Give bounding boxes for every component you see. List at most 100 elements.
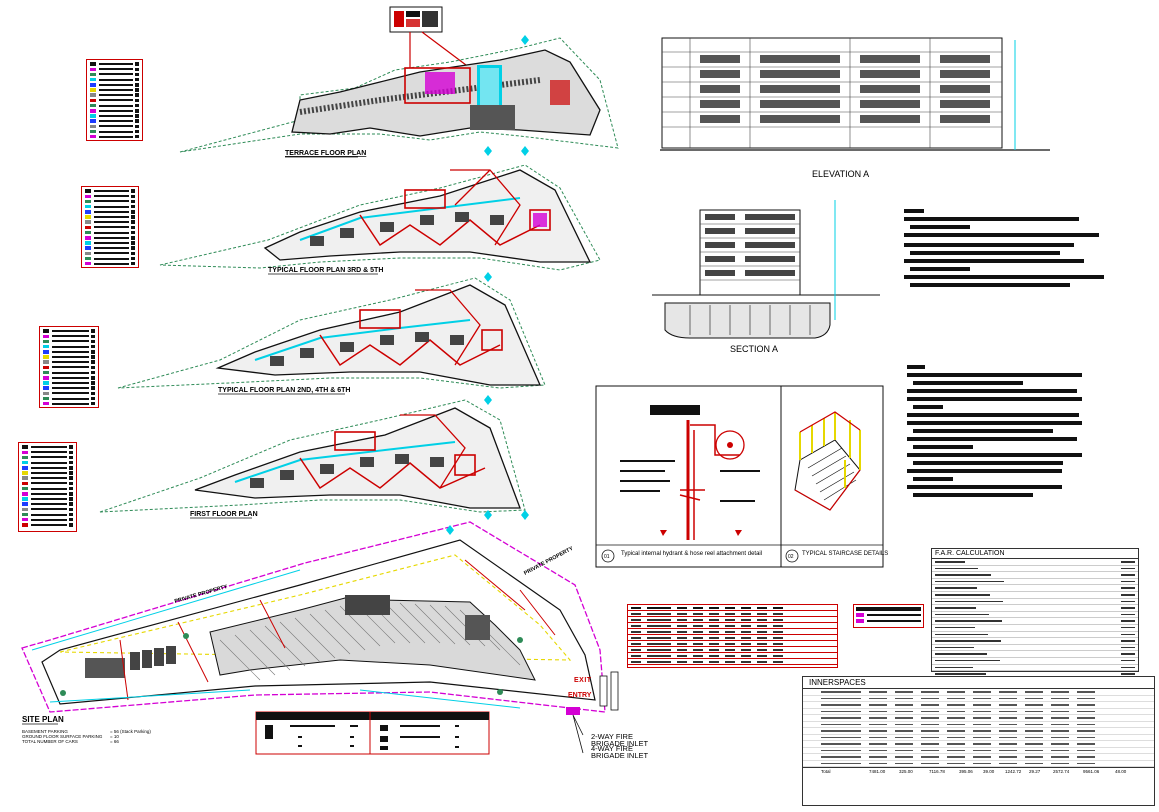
innerspaces-table: INNERSPACES Total 7481.00 325.00 7116.78… xyxy=(802,676,1155,806)
unit-row xyxy=(628,629,837,635)
legend-row xyxy=(22,502,73,506)
legend-row xyxy=(90,119,139,123)
legend-row xyxy=(43,386,95,390)
legend-row xyxy=(22,481,73,486)
innerspaces-row xyxy=(803,761,1154,767)
legend-row xyxy=(22,497,73,501)
legend-row xyxy=(90,114,139,118)
innerspaces-row xyxy=(803,689,1154,696)
legend-row xyxy=(85,246,135,250)
legend-row xyxy=(90,129,139,134)
legend-row xyxy=(43,334,95,339)
grid-markers xyxy=(446,35,529,535)
detail-panels: 01 Typical internal hydrant & hose reel … xyxy=(595,385,888,568)
far-row xyxy=(932,618,1138,625)
symbol-table xyxy=(853,604,924,628)
legend-row xyxy=(43,391,95,396)
unit-row xyxy=(628,611,837,617)
far-row xyxy=(932,632,1138,639)
innerspaces-row xyxy=(803,728,1154,735)
legend-typical-2-4-6 xyxy=(39,326,99,408)
legend-row xyxy=(90,83,139,87)
legend-row xyxy=(85,261,135,266)
legend-typical-3-5 xyxy=(81,186,139,268)
site-plan-title: SITE PLAN xyxy=(22,715,64,724)
far-calculation-table: F.A.R. CALCULATION xyxy=(931,548,1139,678)
stair-detail-number: 02 xyxy=(788,554,794,560)
legend-row xyxy=(43,360,95,364)
legend-row xyxy=(22,486,73,491)
inlet-4way-line2: BRIGADE INLET xyxy=(591,751,649,760)
inlet-4way-line1: 4-WAY FIRE xyxy=(591,744,633,753)
far-row xyxy=(932,645,1138,652)
legend-row xyxy=(90,72,139,77)
legend-row xyxy=(85,230,135,235)
legend-row xyxy=(85,225,135,230)
legend-row xyxy=(90,88,139,92)
far-row xyxy=(932,572,1138,579)
unit-row xyxy=(628,659,837,665)
innerspaces-row xyxy=(803,702,1154,709)
legend-row xyxy=(90,67,139,72)
legend-row xyxy=(90,98,139,103)
section-title: SECTION A xyxy=(730,344,778,354)
legend-row xyxy=(85,215,135,219)
innerspaces-row xyxy=(803,722,1154,728)
legend-row xyxy=(22,455,73,460)
private-property-label-2: PRIVATE PROPERTY xyxy=(523,546,574,577)
legend-row xyxy=(43,396,95,401)
far-row xyxy=(932,559,1138,566)
exit-label: EXIT xyxy=(574,677,592,684)
inlet-2way-line1: 2-WAY FIRE xyxy=(591,732,633,741)
unit-row xyxy=(628,623,837,629)
svg-text:TOTAL NUMBER OF CARS: TOTAL NUMBER OF CARS xyxy=(22,739,78,744)
typical-2-4-6-title: TYPICAL FLOOR PLAN 2ND, 4TH & 6TH xyxy=(218,387,351,394)
elevation-title: ELEVATION A xyxy=(812,169,869,179)
legend-row xyxy=(43,376,95,380)
innerspaces-row xyxy=(803,754,1154,761)
unit-row xyxy=(628,647,837,653)
legend-row xyxy=(90,134,139,139)
far-row xyxy=(932,579,1138,586)
svg-text:= 66: = 66 xyxy=(110,739,119,744)
legend-row xyxy=(85,236,135,240)
terrace-plan-title: TERRACE FLOOR PLAN xyxy=(285,150,366,157)
far-title: F.A.R. CALCULATION xyxy=(932,549,1138,559)
legend-row xyxy=(22,445,73,449)
legend-row xyxy=(85,189,135,193)
legend-row xyxy=(43,329,95,333)
svg-text:BASEMENT PARKING: BASEMENT PARKING xyxy=(22,729,68,734)
innerspaces-row xyxy=(803,748,1154,754)
first-floor-title: FIRST FLOOR PLAN xyxy=(190,511,258,518)
legend-row xyxy=(22,517,73,522)
far-row xyxy=(932,585,1138,592)
legend-row xyxy=(90,93,139,97)
legend-row xyxy=(43,401,95,406)
legend-row xyxy=(22,471,73,475)
notes-block-1 xyxy=(904,209,1109,291)
far-row xyxy=(932,651,1138,658)
legend-row xyxy=(22,523,73,527)
first-floor-plan: FIRST FLOOR PLAN xyxy=(99,399,526,519)
legend-row xyxy=(43,365,95,370)
terrace-floor-plan: TERRACE FLOOR PLAN xyxy=(179,6,619,158)
unit-row xyxy=(628,617,837,623)
typical-floor-plan-3-5: TYPICAL FLOOR PLAN 3RD & 5TH xyxy=(159,164,601,275)
legend-first-floor xyxy=(18,442,77,532)
legend-row xyxy=(90,103,139,108)
far-row xyxy=(932,566,1138,573)
svg-text:= 56 (Stack Parking): = 56 (Stack Parking) xyxy=(110,729,151,734)
unit-row xyxy=(628,641,837,647)
innerspaces-row xyxy=(803,735,1154,741)
unit-row xyxy=(628,635,837,641)
svg-text:= 10: = 10 xyxy=(110,734,119,739)
entry-label: ENTRY xyxy=(568,692,592,699)
notes-block-2 xyxy=(907,365,1087,501)
legend-row xyxy=(90,62,139,66)
legend-row xyxy=(22,476,73,480)
svg-text:GROUND FLOOR SURFACE PARKING: GROUND FLOOR SURFACE PARKING xyxy=(22,734,103,739)
legend-row xyxy=(85,210,135,214)
typical-3-5-title: TYPICAL FLOOR PLAN 3RD & 5TH xyxy=(268,267,383,274)
far-row xyxy=(932,605,1138,612)
